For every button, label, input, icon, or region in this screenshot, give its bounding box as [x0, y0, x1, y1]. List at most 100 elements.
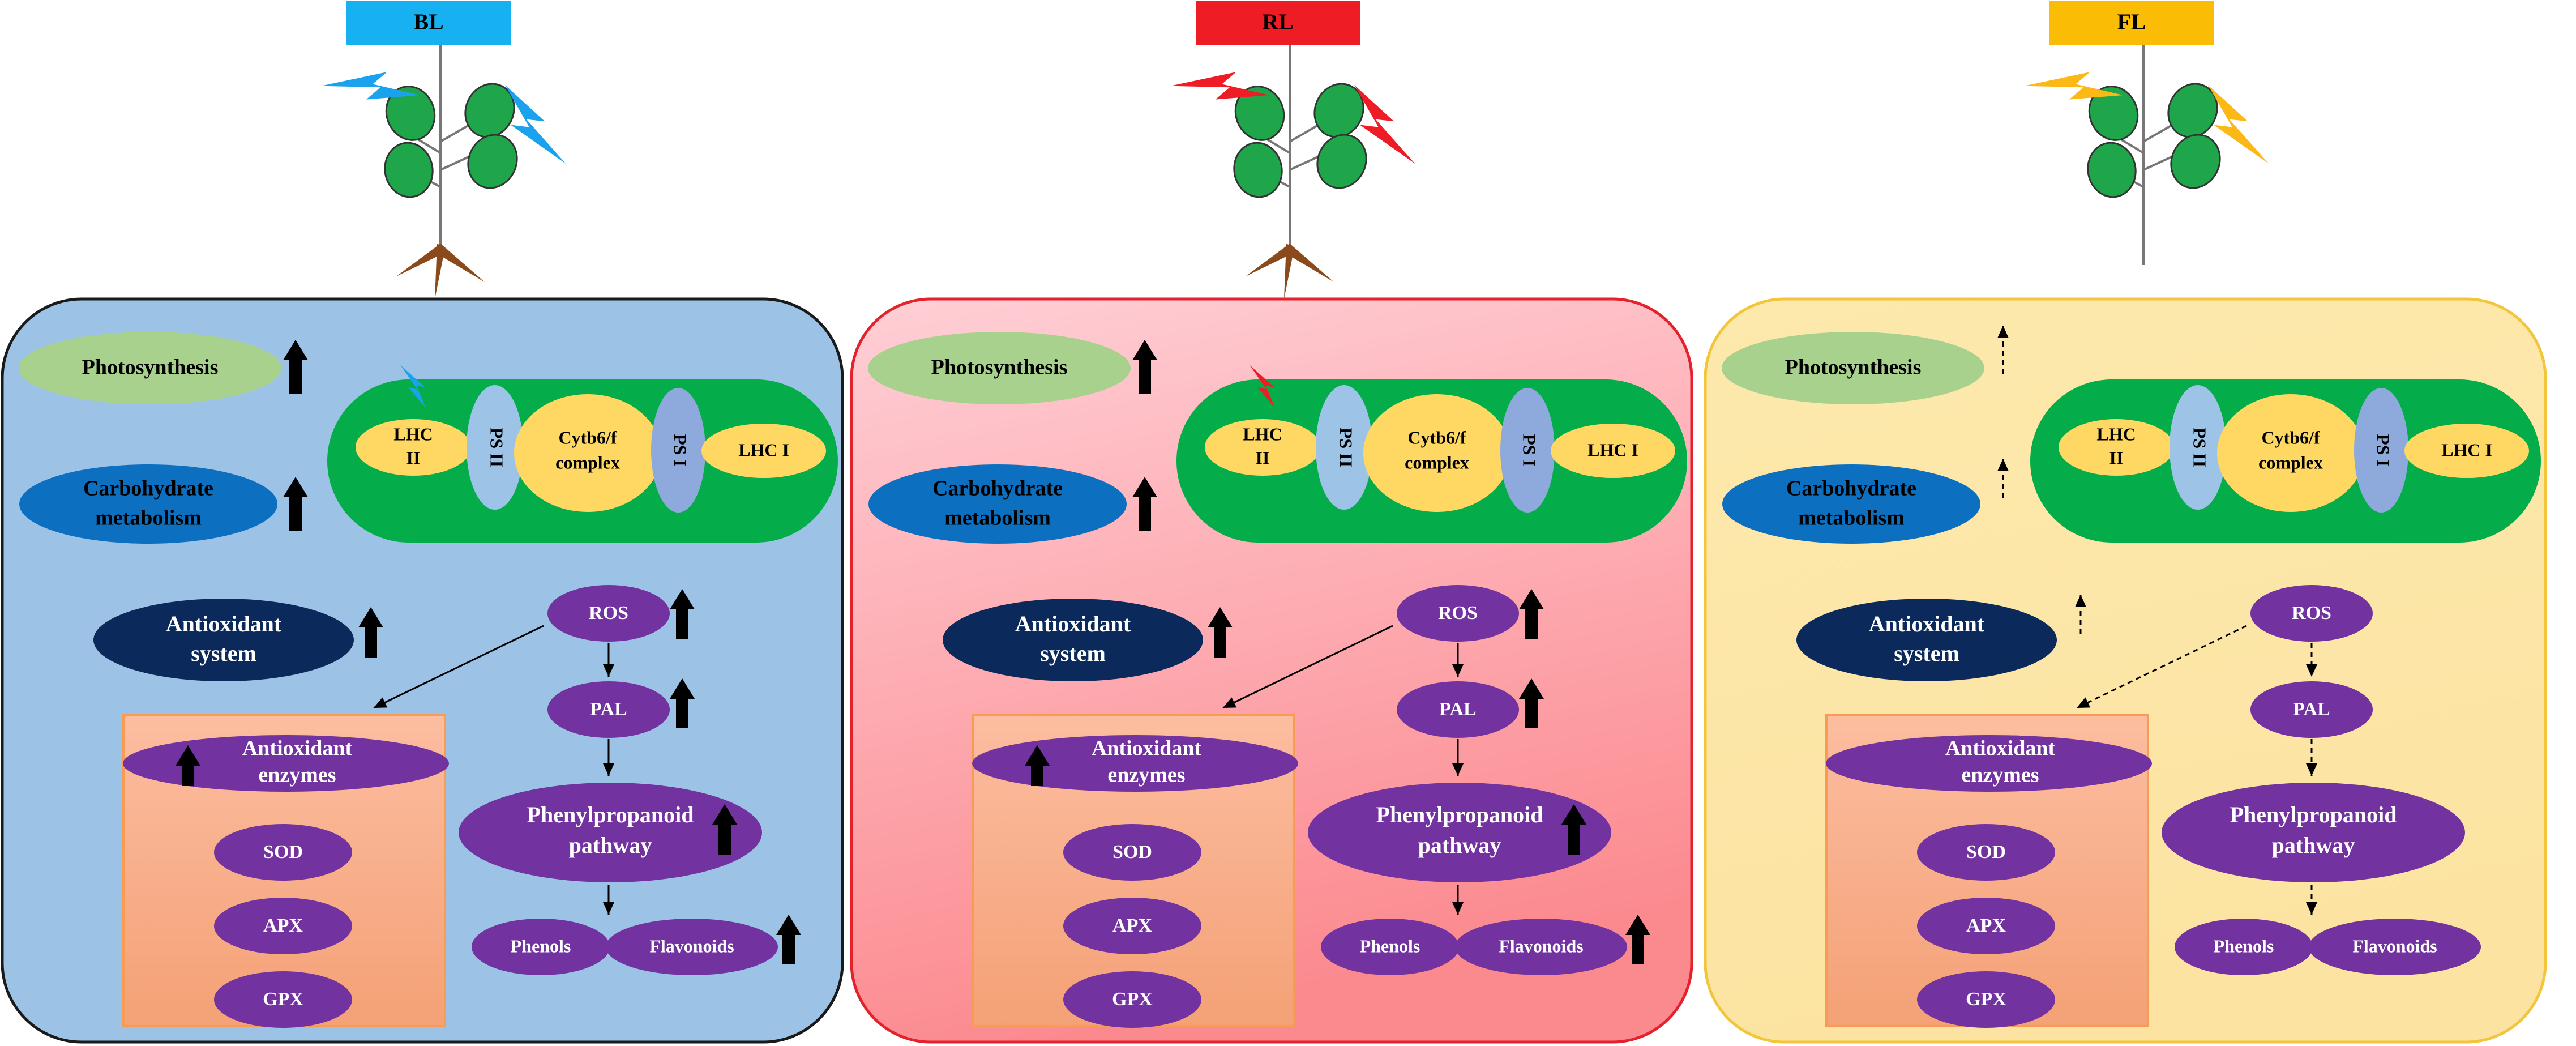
- ros-node: [1397, 585, 1519, 642]
- enzyme-label: GPX: [1966, 989, 2006, 1010]
- lhc-i-node: [1551, 424, 1675, 478]
- pal-node: [2250, 681, 2373, 738]
- flavonoids-label: Flavonoids: [649, 936, 734, 956]
- flow-arrow: [1452, 739, 1464, 776]
- cytb6f-complex-node: [514, 394, 661, 512]
- pal-label: PAL: [2293, 699, 2330, 720]
- increase-arrow-icon: [712, 804, 737, 855]
- carbohydrate-label: metabolism: [944, 506, 1051, 530]
- dashed-flow-arrow: [2306, 739, 2317, 776]
- antioxidant-enzymes-node: [972, 735, 1298, 792]
- flow-arrow: [373, 625, 544, 709]
- panel-rl: RLPhotosynthesisCarbohydratemetabolismAn…: [850, 1, 1693, 1044]
- photosynthesis-node: [19, 332, 281, 404]
- photosynthesis-label: Photosynthesis: [1785, 356, 1922, 379]
- pal-node: [1397, 681, 1519, 738]
- enzyme-node-apx: [214, 898, 352, 954]
- lhc-ii-label: LHC: [2096, 424, 2136, 444]
- antioxidant-system-node: [93, 599, 354, 681]
- phenylpropanoid-label: Phenylpropanoid: [1376, 802, 1543, 827]
- leaf-icon: [2170, 134, 2221, 189]
- leaf-icon: [1313, 83, 1364, 138]
- phenylpropanoid-label: pathway: [1418, 832, 1501, 858]
- enzyme-node-gpx: [1917, 971, 2055, 1028]
- ps-ii-label: PS II: [487, 428, 507, 467]
- root-icon: [1246, 244, 1292, 276]
- dashed-flow-arrow: [2306, 885, 2317, 915]
- pal-label: PAL: [590, 699, 627, 720]
- dashed-flow-arrow: [2075, 595, 2086, 634]
- flow-arrow: [603, 739, 614, 776]
- antioxidant-system-label: Antioxidant: [166, 611, 282, 637]
- enzyme-node-gpx: [1063, 971, 1201, 1028]
- flow-arrow: [1222, 625, 1393, 709]
- lhc-ii-label: LHC: [1243, 424, 1282, 444]
- antioxidant-enzymes-label: Antioxidant: [1945, 737, 2056, 761]
- lhc-i-label: LHC I: [738, 439, 789, 460]
- antioxidant-enzymes-node: [123, 735, 449, 792]
- cytb6f-label: Cytb6/f: [558, 427, 617, 447]
- cytb6f-complex-node: [2217, 394, 2364, 512]
- increase-arrow-icon: [670, 678, 695, 728]
- phenols-node: [472, 919, 610, 975]
- panel-bl: BLPhotosynthesisCarbohydratemetabolismAn…: [1, 1, 844, 1044]
- photosynthesis-node: [1722, 332, 1984, 404]
- lightning-bolt-icon: [1170, 72, 1269, 100]
- flavonoids-node: [2309, 919, 2481, 975]
- carbohydrate-metabolism-node: [19, 464, 277, 544]
- photosynthesis-node: [868, 332, 1131, 404]
- increase-arrow-icon: [1625, 915, 1650, 964]
- lhc-i-label: LHC I: [2441, 439, 2492, 460]
- increase-arrow-icon: [670, 589, 695, 639]
- dashed-flow-arrow: [1997, 459, 2009, 498]
- enzyme-node-sod: [214, 824, 352, 881]
- enzyme-label: APX: [1112, 915, 1152, 936]
- carbohydrate-label: Carbohydrate: [83, 477, 213, 501]
- increase-arrow-icon: [283, 340, 308, 394]
- flow-arrow: [603, 643, 614, 677]
- lhc-ii-label: LHC: [393, 424, 433, 444]
- carbohydrate-label: Carbohydrate: [932, 477, 1063, 501]
- enzyme-node-apx: [1063, 898, 1201, 954]
- carbohydrate-label: Carbohydrate: [1786, 477, 1916, 501]
- antioxidant-system-label: system: [191, 641, 256, 666]
- ps-i-label: PS I: [2373, 434, 2394, 467]
- lhc-ii-node: [356, 419, 471, 476]
- increase-arrow-icon: [1132, 477, 1157, 531]
- increase-arrow-icon: [1208, 607, 1233, 658]
- enzyme-label: SOD: [263, 842, 303, 863]
- phenylpropanoid-node: [1308, 783, 1611, 882]
- ps-i-node: [1500, 388, 1555, 513]
- enzyme-label: GPX: [1112, 989, 1153, 1010]
- increase-arrow-icon: [1025, 745, 1050, 786]
- ps-ii-node: [467, 385, 523, 510]
- ros-node: [547, 585, 670, 642]
- photosynthesis-label: Photosynthesis: [931, 356, 1068, 379]
- phenols-label: Phenols: [511, 936, 571, 956]
- increase-arrow-icon: [358, 607, 383, 658]
- cytb6f-complex-node: [1363, 394, 1510, 512]
- root-icon: [435, 244, 445, 299]
- photosynthesis-label: Photosynthesis: [82, 356, 219, 379]
- light-label-box: [2049, 1, 2214, 45]
- lightning-bolt-icon: [505, 85, 566, 164]
- light-label: RL: [1262, 9, 1294, 35]
- dashed-flow-arrow: [2306, 643, 2317, 677]
- leaf-icon: [464, 83, 515, 138]
- carbohydrate-metabolism-node: [1722, 464, 1980, 544]
- leaf-icon: [467, 134, 518, 189]
- phenylpropanoid-label: pathway: [569, 832, 652, 858]
- phenols-label: Phenols: [2214, 936, 2274, 956]
- phenylpropanoid-node: [2162, 783, 2465, 882]
- root-icon: [1286, 244, 1334, 282]
- antioxidant-enzymes-label: enzymes: [1961, 763, 2039, 787]
- lhc-ii-label: II: [2109, 447, 2124, 468]
- carbohydrate-label: metabolism: [1798, 506, 1905, 530]
- antioxidant-enzymes-label: enzymes: [258, 763, 336, 787]
- lhc-ii-label: II: [406, 447, 421, 468]
- dashed-flow-arrow: [2076, 625, 2247, 709]
- flow-arrow: [603, 885, 614, 915]
